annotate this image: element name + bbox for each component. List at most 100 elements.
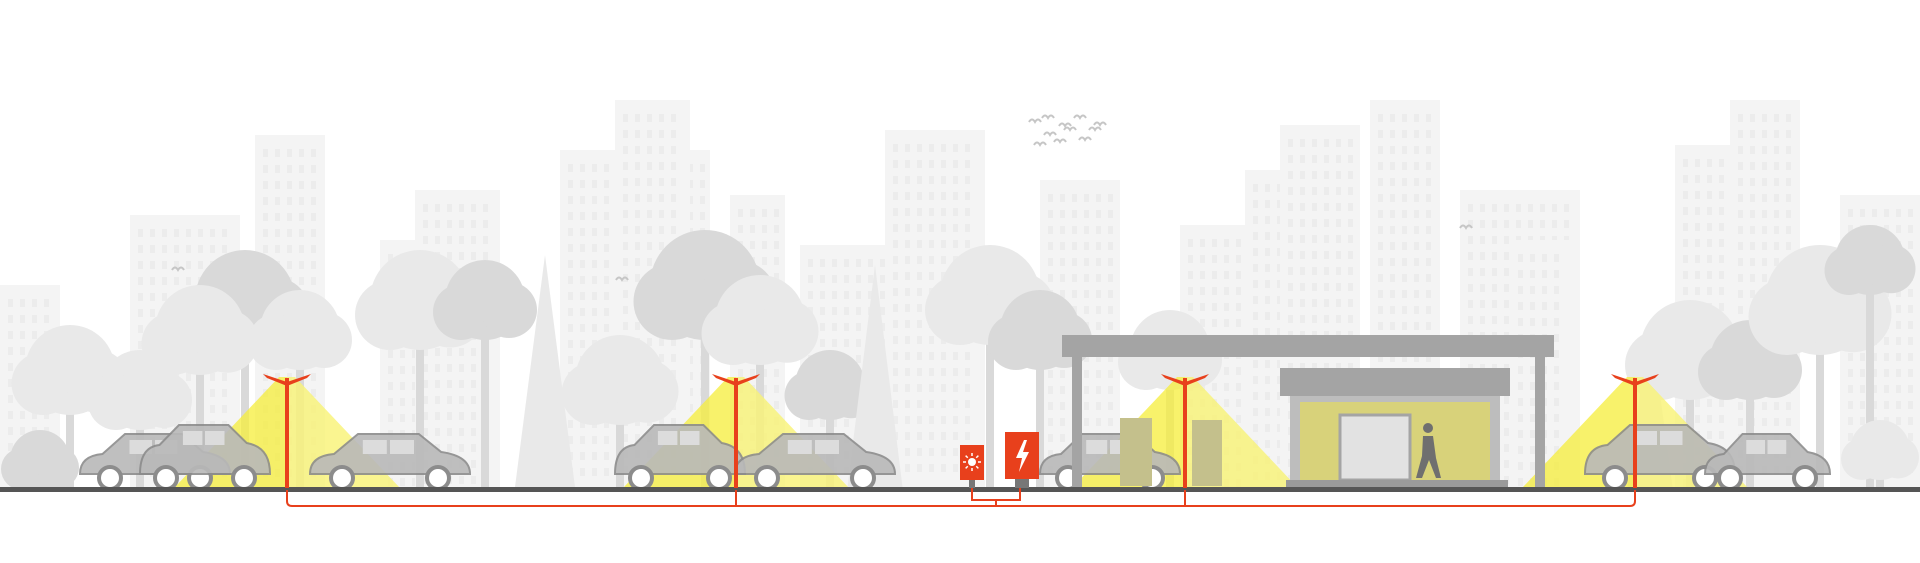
building-window [592,228,597,236]
building-window [1378,290,1383,298]
building-window [604,292,609,300]
building-window [893,144,898,152]
building-window [604,212,609,220]
building-window [210,373,215,381]
building-window [150,277,155,285]
building-window [917,160,922,168]
building-window [1188,303,1193,311]
building-window [1072,242,1077,250]
building-window [388,414,393,422]
building-window [1312,363,1317,371]
tree-crown [141,312,205,375]
building-window [1719,223,1724,231]
building-window [592,276,597,284]
building-window [688,404,693,412]
building-window [1324,283,1329,291]
building-window [832,339,837,347]
bird-icon [171,266,185,272]
building-window [299,229,304,237]
building-window [1096,194,1101,202]
building-window [905,336,910,344]
building-window [647,178,652,186]
building-window [1719,431,1724,439]
building-window [1300,251,1305,259]
building-window [1896,353,1901,361]
building-window [1738,114,1743,122]
bird-icon [1093,121,1107,127]
building-window [1300,363,1305,371]
building-window [688,388,693,396]
building-window [1378,146,1383,154]
building-window [138,229,143,237]
building-window [459,428,464,436]
building-window [1108,210,1113,218]
building-window [774,385,779,393]
car-wheel [850,465,876,491]
building-window [1414,178,1419,186]
building-window [299,261,304,269]
building-window [1540,204,1545,212]
building-window [953,368,958,376]
building-window [1200,287,1205,295]
building-window [1908,305,1913,313]
building-window [1188,287,1193,295]
building-window [1108,386,1113,394]
street-light [1611,374,1659,488]
building-window [222,405,227,413]
building-window [275,197,280,205]
building-window [1738,418,1743,426]
building-window [1277,440,1282,448]
building-window [1288,299,1293,307]
building-window [856,259,861,267]
tree-crown [1748,278,1826,355]
building-window [138,277,143,285]
building-window [647,114,652,122]
building-window [1414,258,1419,266]
building-window [1312,283,1317,291]
building-window [1683,159,1688,167]
building-window [1554,334,1559,342]
building-window [941,416,946,424]
building-window [1224,383,1229,391]
building-window [1096,258,1101,266]
building-window [868,275,873,283]
conifer-tree [515,255,575,487]
building-window [1492,252,1497,260]
building-window [905,272,910,280]
building-window [1414,290,1419,298]
building-window [1378,258,1383,266]
building-window [1695,191,1700,199]
building-window [1265,408,1270,416]
building-window [1390,178,1395,186]
building-window [1504,284,1509,292]
building-window [671,338,676,346]
building-window [1738,290,1743,298]
building-window [774,273,779,281]
building-window [1348,235,1353,243]
building-window [1530,270,1535,278]
building-window [750,209,755,217]
lamp-head [1611,374,1659,386]
building-window [1084,274,1089,282]
building-window [471,444,476,452]
building-window [1762,258,1767,266]
building-window [905,448,910,456]
building-window [1188,255,1193,263]
building-window [1762,418,1767,426]
car-wheel [754,465,780,491]
building-window [1224,287,1229,295]
building-window [1348,219,1353,227]
building-window [1312,235,1317,243]
building-window [929,192,934,200]
building-window [623,130,628,138]
building-window [1084,258,1089,266]
building-window [762,225,767,233]
building-window [1774,162,1779,170]
building-window [1738,178,1743,186]
building-window [1060,226,1065,234]
building-window [1762,130,1767,138]
building-window [471,460,476,468]
building-window [1288,203,1293,211]
building-window [917,336,922,344]
building-window [1277,216,1282,224]
